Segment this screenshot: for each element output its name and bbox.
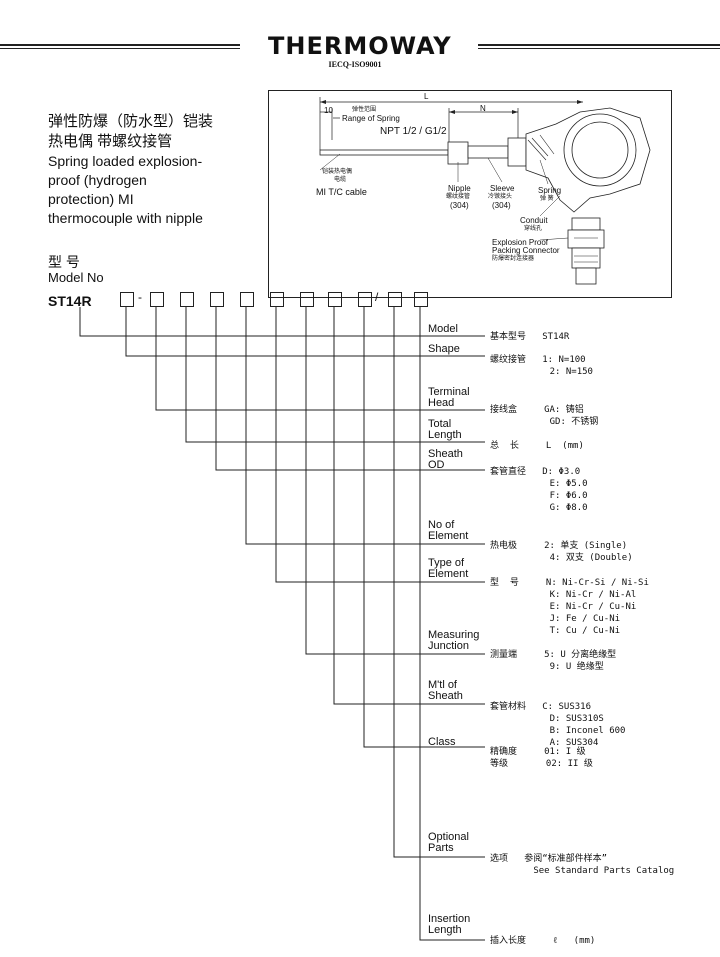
- code-box-class: [358, 292, 372, 307]
- code-box-total-length: [180, 292, 194, 307]
- dim-n-label: N: [480, 104, 486, 113]
- nipple-cn: 螺纹接管: [446, 194, 471, 200]
- code-box-terminal-head: [150, 292, 164, 307]
- connector-label-1: Explosion Proof: [492, 238, 549, 247]
- field-model-label: Model: [428, 323, 458, 335]
- brand-logo: THERMOWAY: [268, 32, 452, 60]
- field-no-of-element-values: 热电极 2: 单支 (Single) 4: 双支 (Double): [490, 541, 633, 563]
- product-title: 弹性防爆（防水型）铠装 热电偶 带螺纹接管 Spring loaded expl…: [48, 112, 263, 228]
- field-sheath-material-values: 套管材料 C: SUS316 D: SUS310S B: Inconel 600…: [490, 702, 626, 748]
- code-dash: -: [138, 290, 142, 304]
- header-rule-left-thin: [0, 48, 240, 49]
- connector-cn: 防爆密封连接器: [492, 256, 535, 262]
- field-type-of-element-values: 型 号 N: Ni-Cr-Si / Ni-Si K: Ni-Cr / Ni-Al…: [490, 578, 649, 636]
- field-total-length-values: 总 长 L (mm): [490, 441, 584, 451]
- nipple-label: Nipple: [448, 184, 471, 193]
- title-en-line2: proof (hydrogen: [48, 172, 147, 188]
- product-diagram: [268, 90, 672, 298]
- field-class-label: Class: [428, 736, 456, 748]
- dim-l-label: L: [424, 92, 429, 101]
- code-box-measuring-junction: [300, 292, 314, 307]
- title-en-line1: Spring loaded explosion-: [48, 153, 203, 169]
- spring-label: Spring: [538, 186, 562, 195]
- field-insertion-length-values: 插入长度 ℓ (mm): [490, 936, 596, 946]
- header-rule-right-thin: [478, 48, 720, 49]
- nipple-material: (304): [450, 201, 469, 210]
- mi-cable-label: MI T/C cable: [316, 187, 367, 197]
- spring-range-cn: 弹性范围: [352, 107, 377, 113]
- title-en-line3: protection) MI: [48, 191, 134, 207]
- code-box-sheath-material: [328, 292, 342, 307]
- field-shape-values: 螺纹接管 1: N=100 2: N=150: [490, 355, 593, 377]
- sleeve-label: Sleeve: [490, 184, 515, 193]
- mi-cable-cn1: 铠装热电偶: [322, 169, 353, 175]
- code-box-type-of-element: [270, 292, 284, 307]
- header-rule-right: [478, 44, 720, 46]
- field-optional-parts-values: 选项 参阅“标准部件样本” See Standard Parts Catalog: [490, 854, 675, 876]
- field-measuring-junction-values: 测量端 5: U 分离绝缘型 9: U 绝缘型: [490, 650, 617, 672]
- code-slash: /: [375, 290, 379, 304]
- code-box-insertion-length: [414, 292, 428, 307]
- conduit-label: Conduit: [520, 216, 548, 225]
- code-box-no-of-element: [240, 292, 254, 307]
- field-shape-label: Shape: [428, 343, 460, 355]
- conduit-cn: 穿线孔: [524, 226, 543, 232]
- title-cn-line1: 弹性防爆（防水型）铠装: [48, 113, 214, 130]
- field-terminal-head-values: 接线盒 GA: 铸铝 GD: 不锈钢: [490, 405, 599, 427]
- mi-cable-cn2: 电缆: [334, 177, 347, 183]
- model-heading-en: Model No: [48, 270, 104, 285]
- code-box-optional-parts: [388, 292, 402, 307]
- sleeve-material: (304): [492, 201, 511, 210]
- connector-label-2: Packing Connector: [492, 246, 560, 255]
- code-box-sheath-od: [210, 292, 224, 307]
- title-cn-line2: 热电偶 带螺纹接管: [48, 133, 173, 150]
- certification-label: IECQ-ISO9001: [328, 60, 382, 69]
- spring-cn: 弹 簧: [540, 196, 554, 202]
- header-rule-left: [0, 44, 240, 46]
- code-box-shape: [120, 292, 134, 307]
- dim-10-label: 10: [324, 106, 333, 115]
- thread-label: NPT 1/2 / G1/2: [380, 126, 447, 137]
- field-sheath-od-values: 套管直径 D: Φ3.0 E: Φ5.0 F: Φ6.0 G: Φ8.0: [490, 467, 588, 513]
- sleeve-cn: 冷镦接头: [488, 194, 513, 200]
- model-code: ST14R: [48, 293, 92, 309]
- model-heading-cn: 型 号: [48, 254, 80, 270]
- field-class-values: 精确度 01: I 级等级 02: II 级: [490, 747, 593, 769]
- title-en-line4: thermocouple with nipple: [48, 210, 203, 226]
- spring-range-label: Range of Spring: [342, 114, 400, 123]
- field-model-values: 基本型号 ST14R: [490, 332, 570, 342]
